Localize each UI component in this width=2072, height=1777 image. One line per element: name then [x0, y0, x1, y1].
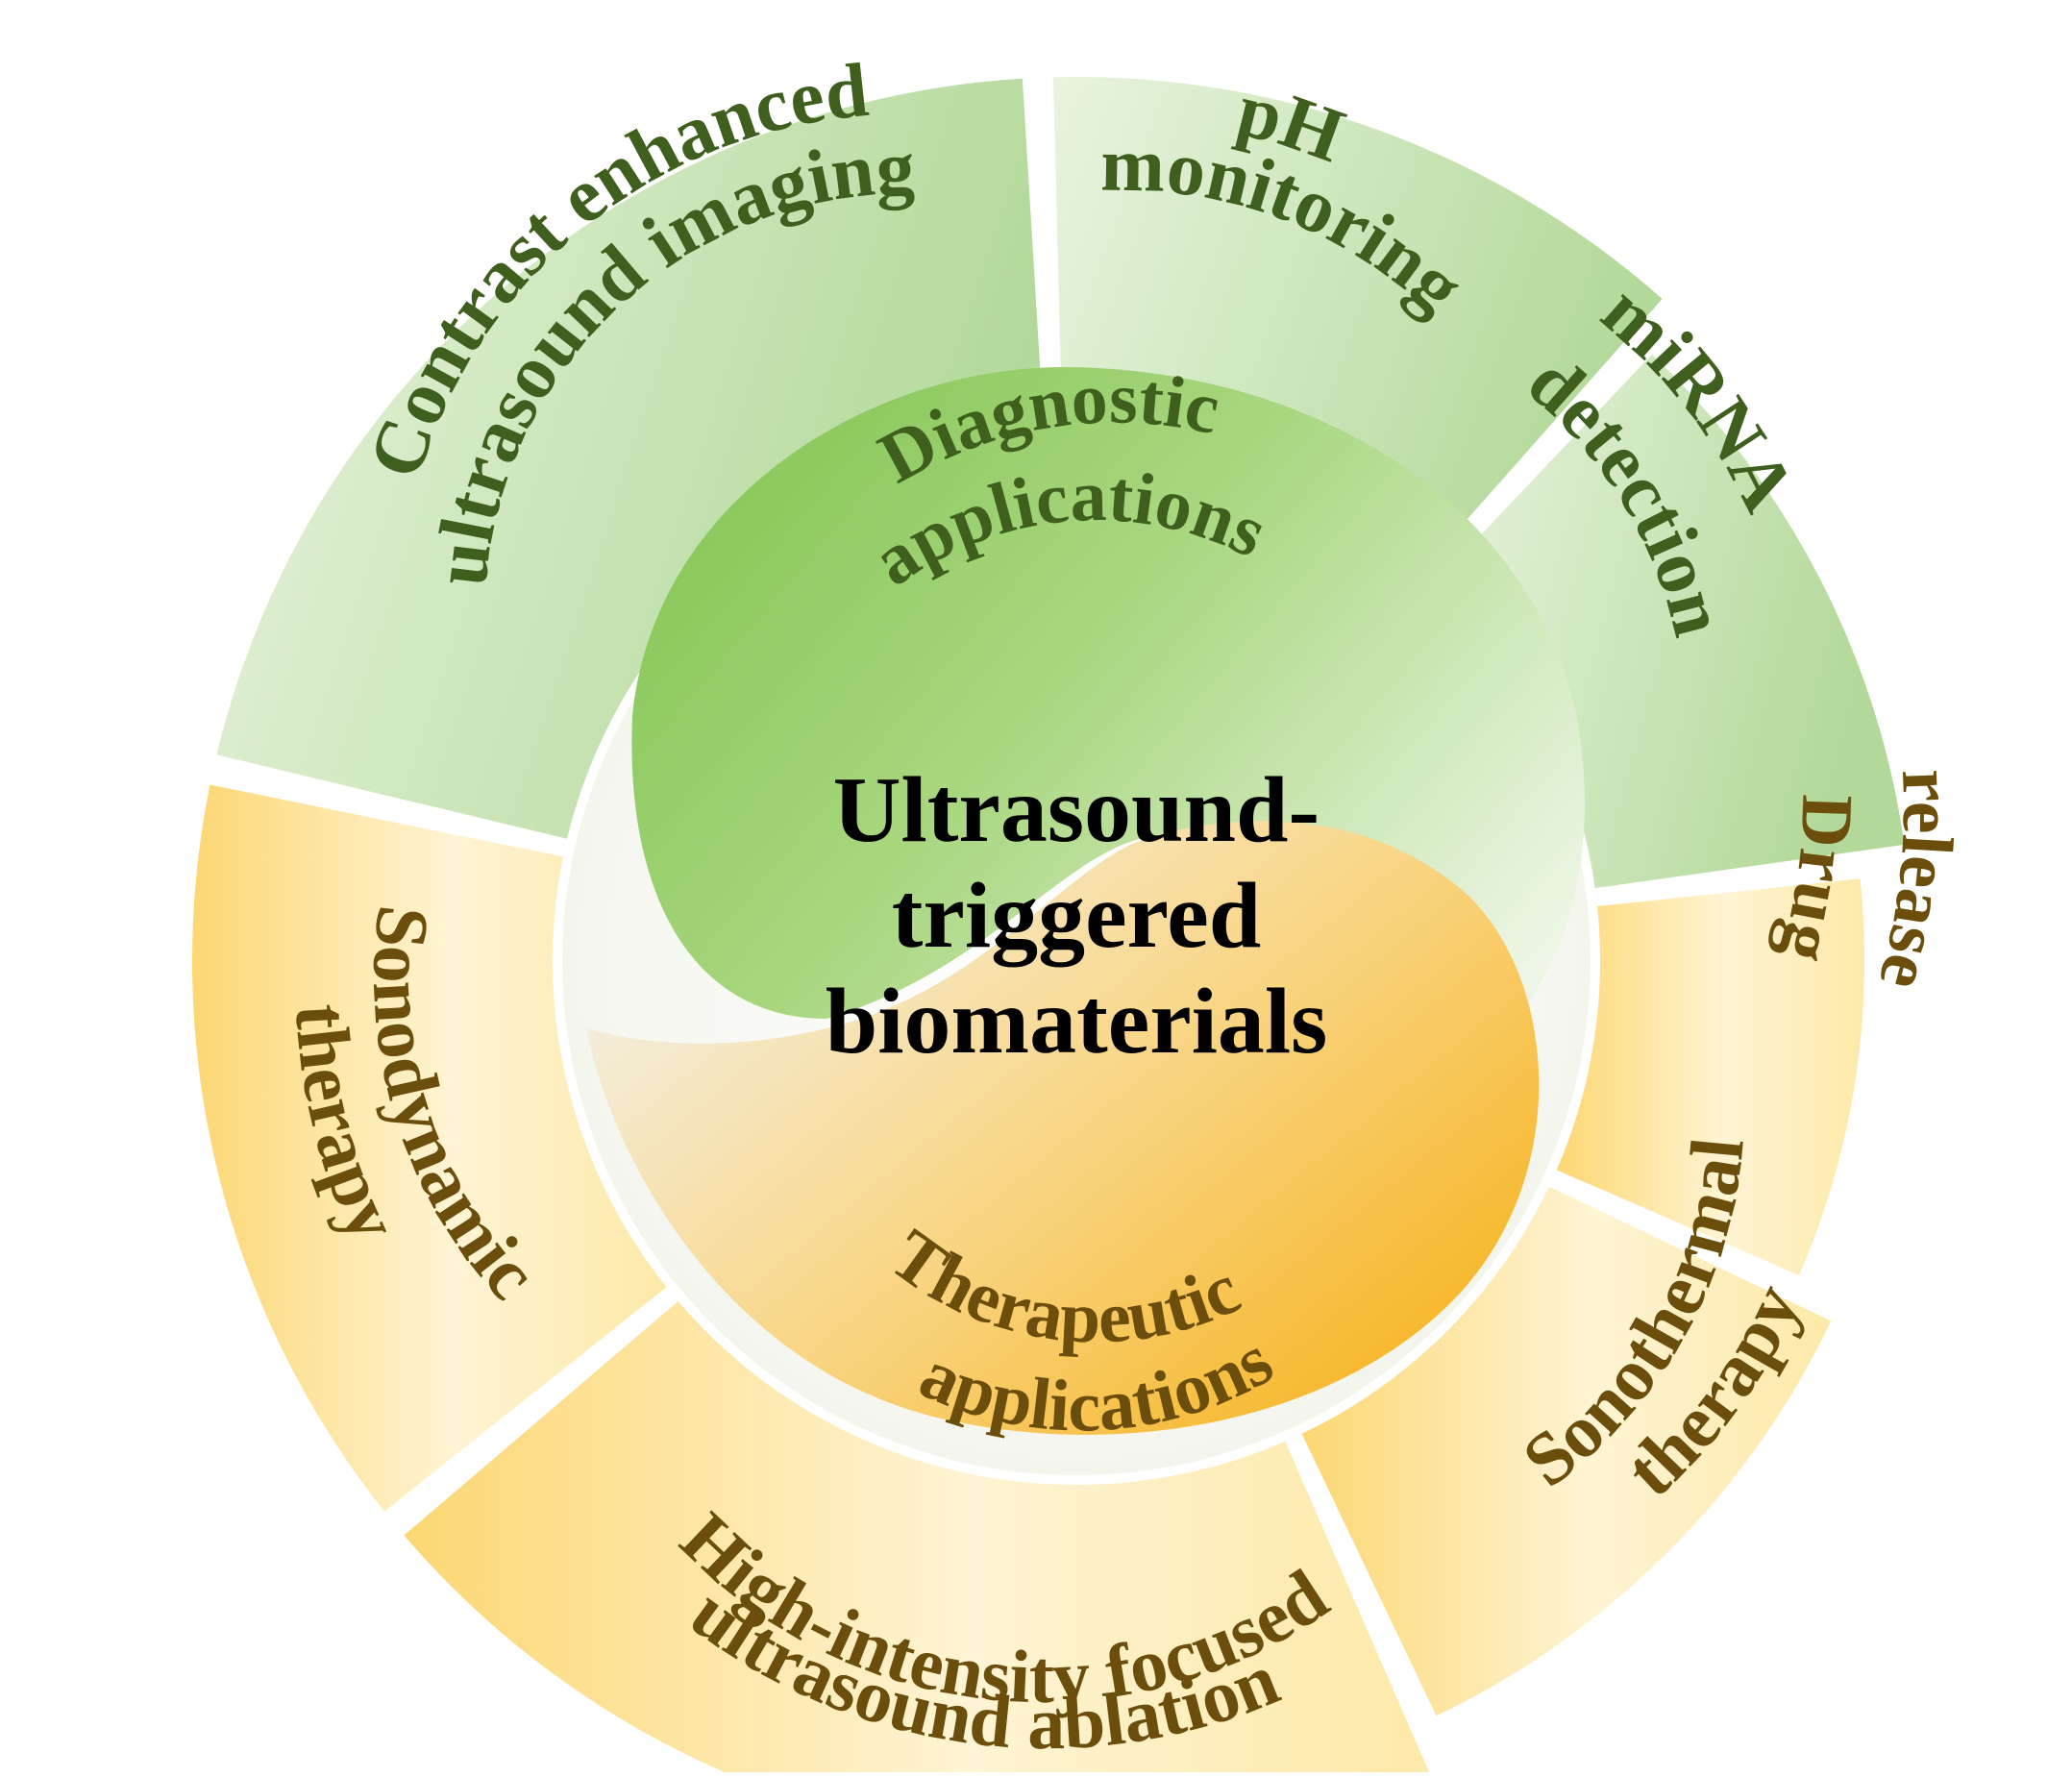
center-title-line3: biomaterials — [826, 970, 1328, 1074]
center-title: Ultrasound- triggered biomaterials — [826, 758, 1328, 1074]
segment-mirna-detection — [1437, 354, 1905, 889]
segment-sonothermal — [1301, 1186, 1832, 1716]
diagnostic-swirl — [631, 366, 1585, 1038]
segment-contrast-imaging — [216, 78, 1045, 839]
center-title-line2: triggered — [892, 864, 1262, 968]
segment-hifu-ablation — [404, 1300, 1429, 1777]
center-title-line1: Ultrasound- — [833, 758, 1320, 862]
therapeutic-swirl — [586, 821, 1540, 1435]
segment-sonodynamic — [191, 784, 667, 1512]
segment-drug-release — [1556, 878, 1864, 1275]
